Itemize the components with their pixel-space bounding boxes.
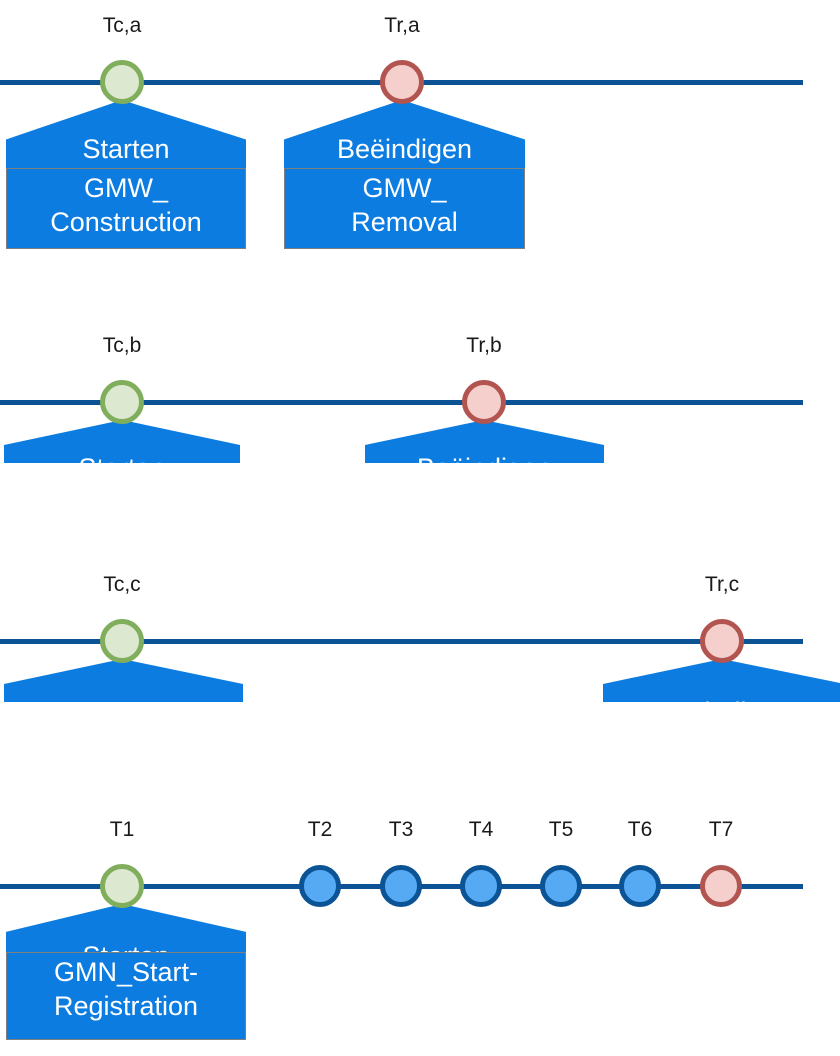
timeline-node-t5[interactable] <box>540 865 582 907</box>
timeline-node-label-tc-c: Tc,c <box>103 573 141 596</box>
pennant-tr-c <box>603 659 840 702</box>
timeline-node-label-tr-b: Tr,b <box>466 334 502 357</box>
pennant-shape-tr-a <box>284 100 525 168</box>
timeline-axis <box>0 400 803 405</box>
timeline-node-label-tr-a: Tr,a <box>384 14 420 37</box>
timeline-axis <box>0 639 803 644</box>
timeline-node-label-t2: T2 <box>307 818 333 841</box>
timeline-node-label-t5: T5 <box>548 818 574 841</box>
timeline-node-tr-b[interactable] <box>462 380 506 424</box>
timeline-node-label-t1: T1 <box>109 818 135 841</box>
pennant-shape-tr-c <box>603 659 840 702</box>
timeline-node-t1[interactable] <box>100 864 144 908</box>
pennant-tr-a <box>284 100 525 168</box>
timeline-node-label-t7: T7 <box>708 818 734 841</box>
timeline-node-label-t6: T6 <box>627 818 653 841</box>
timeline-node-t7[interactable] <box>700 865 742 907</box>
timeline-node-t6[interactable] <box>619 865 661 907</box>
timeline-node-tr-c[interactable] <box>700 619 744 663</box>
timeline-node-label-tr-c: Tr,c <box>704 573 740 596</box>
pennant-tr-b <box>365 420 604 463</box>
pennant-shape-t1 <box>6 904 246 952</box>
timeline-node-tc-a[interactable] <box>100 60 144 104</box>
pennant-shape-tc-a <box>6 100 246 168</box>
timeline-node-tc-c[interactable] <box>100 619 144 663</box>
timeline-node-tr-a[interactable] <box>380 60 424 104</box>
info-box-tr-a: GMW_ Removal <box>284 168 525 249</box>
timeline-node-label-t3: T3 <box>388 818 414 841</box>
timeline-node-tc-b[interactable] <box>100 380 144 424</box>
timeline-node-label-tc-a: Tc,a <box>102 14 142 37</box>
timeline-node-label-tc-b: Tc,b <box>102 334 142 357</box>
pennant-t1 <box>6 904 246 952</box>
info-box-t1: GMN_Start- Registration <box>6 952 246 1040</box>
pennant-tc-c <box>4 659 243 702</box>
info-box-tc-a: GMW_ Construction <box>6 168 246 249</box>
timeline-node-t2[interactable] <box>299 865 341 907</box>
pennant-tc-a <box>6 100 246 168</box>
timeline-node-label-t4: T4 <box>468 818 494 841</box>
pennant-shape-tc-c <box>4 659 243 702</box>
timeline-node-t3[interactable] <box>380 865 422 907</box>
pennant-shape-tr-b <box>365 420 604 463</box>
timeline-node-t4[interactable] <box>460 865 502 907</box>
pennant-shape-tc-b <box>4 420 240 463</box>
pennant-tc-b <box>4 420 240 463</box>
